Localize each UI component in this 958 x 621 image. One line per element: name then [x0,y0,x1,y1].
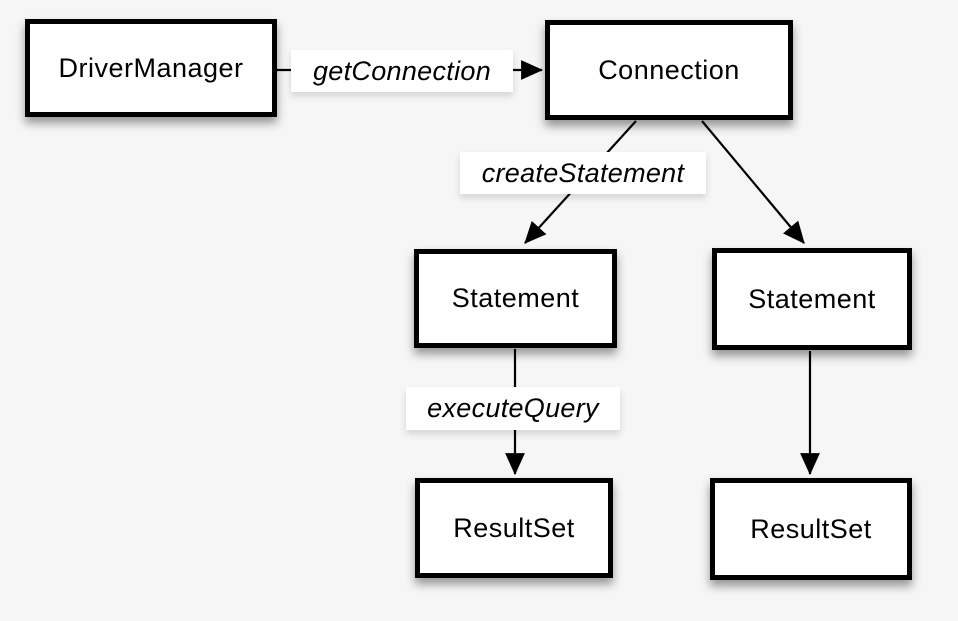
node-connection: Connection [545,20,793,120]
node-label: Connection [598,54,740,85]
edge-label-text: getConnection [312,55,492,86]
edge-label-getconnection: getConnection [291,50,513,92]
node-resultset-left: ResultSet [415,478,613,578]
node-resultset-right: ResultSet [710,478,912,580]
node-label: Statement [451,283,580,313]
node-label: ResultSet [750,513,872,544]
node-statement-right: Statement [712,248,912,350]
edge-label-text: executeQuery [427,393,599,423]
node-label: Statement [748,283,876,314]
node-label: ResultSet [453,512,575,543]
node-driver-manager: DriverManager [25,19,277,117]
node-statement-left: Statement [414,249,617,348]
node-label: DriverManager [58,52,244,83]
edge-label-createstatement: createStatement [460,152,706,194]
edge-connection-statement-right [701,120,805,244]
edge-label-executequery: executeQuery [406,387,620,430]
edge-label-text: createStatement [481,157,685,188]
